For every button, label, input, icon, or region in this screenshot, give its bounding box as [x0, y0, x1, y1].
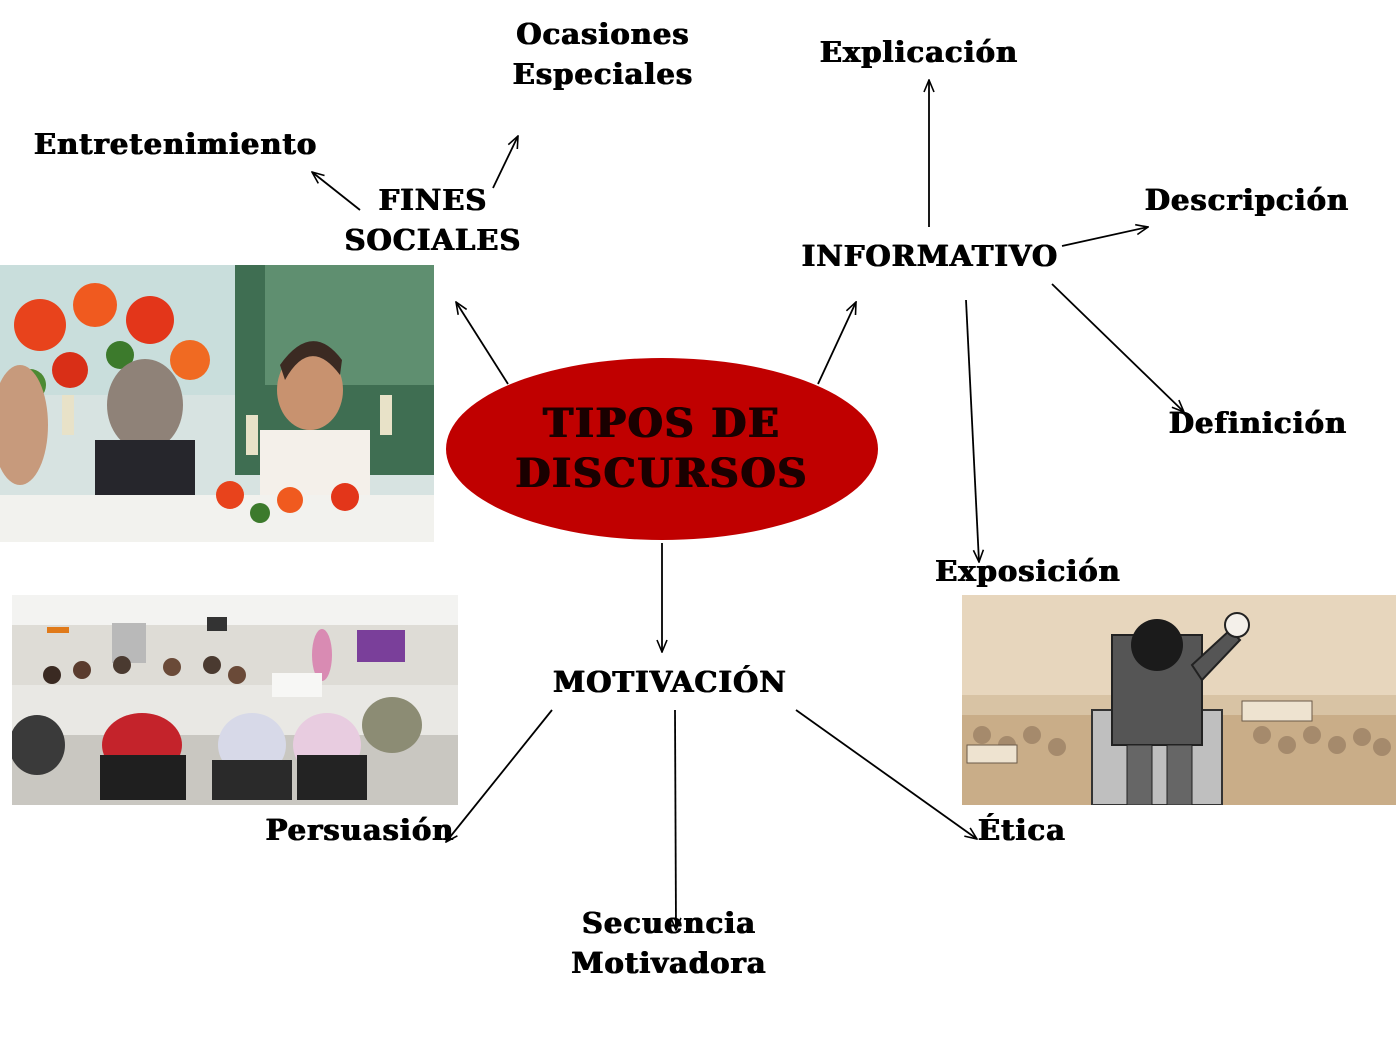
- arrow-to-etica: [795, 709, 977, 839]
- central-node-tipos-de-discursos: TIPOS DE DISCURSOS: [446, 358, 878, 540]
- arrow-to-secuencia-motivadora: [675, 709, 676, 930]
- node-ocasiones-especiales: Ocasiones Especiales: [505, 14, 701, 94]
- arrow-to-definicion: [1051, 283, 1184, 412]
- node-etica: Ética: [978, 813, 1066, 847]
- node-explicacion: Explicación: [819, 35, 1019, 69]
- node-exposicion: Exposición: [935, 554, 1121, 588]
- node-secuencia-motivadora-line1: Secuencia: [581, 906, 757, 940]
- arrow-to-exposicion: [965, 299, 979, 562]
- central-node-line1: TIPOS DE: [543, 400, 781, 447]
- arrow-to-fines-sociales: [456, 302, 509, 385]
- node-fines-sociales-line1: FINES: [378, 183, 488, 217]
- node-secuencia-motivadora: Secuencia Motivadora: [564, 903, 774, 983]
- node-informativo: INFORMATIVO: [801, 239, 1059, 273]
- political-speaker-illustration: [962, 595, 1396, 805]
- node-persuasion: Persuasión: [265, 813, 455, 847]
- central-node-line2: DISCURSOS: [515, 450, 809, 497]
- celebration-toast-photo: [0, 265, 434, 542]
- node-secuencia-motivadora-line2: Motivadora: [571, 946, 767, 980]
- node-ocasiones-especiales-line2: Especiales: [512, 57, 694, 91]
- arrow-to-informativo: [817, 302, 856, 385]
- node-motivacion: MOTIVACIÓN: [553, 665, 787, 699]
- node-fines-sociales-line2: SOCIALES: [344, 223, 522, 257]
- arrow-to-descripcion: [1061, 227, 1148, 247]
- arrow-to-persuasion: [446, 709, 553, 842]
- arrow-to-ocasiones-especiales: [492, 136, 518, 189]
- node-entretenimiento: Entretenimiento: [34, 127, 318, 161]
- arrow-to-entretenimiento: [312, 172, 361, 211]
- node-fines-sociales: FINES SOCIALES: [338, 180, 528, 260]
- meeting-room-photo: [12, 595, 458, 805]
- node-definicion: Definición: [1168, 406, 1348, 440]
- node-ocasiones-especiales-line1: Ocasiones: [516, 17, 690, 51]
- node-descripcion: Descripción: [1144, 183, 1350, 217]
